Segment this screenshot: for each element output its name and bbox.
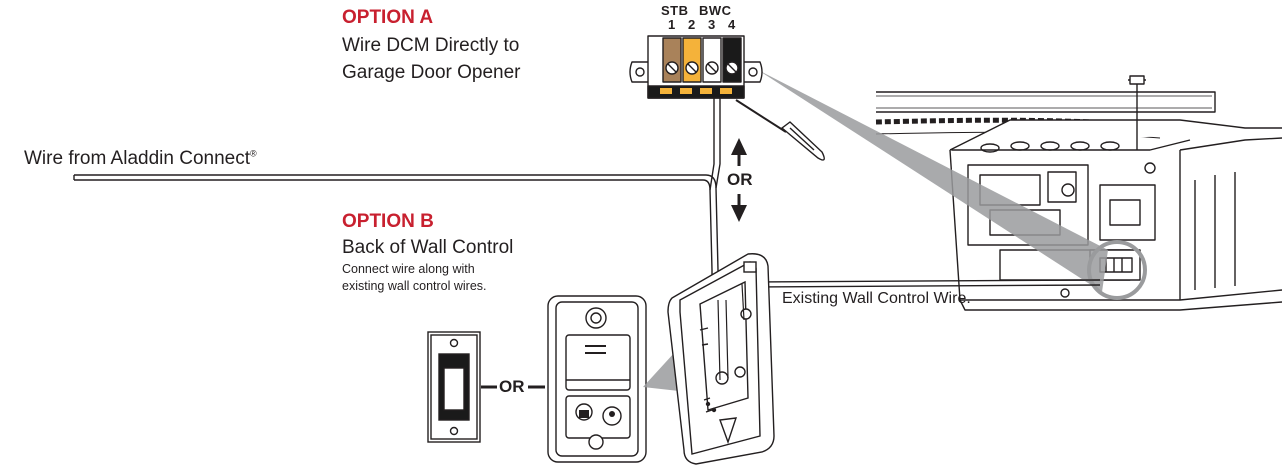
option-b-note-line1: Connect wire along with <box>342 262 475 276</box>
terminal-number-2: 2 <box>688 17 696 32</box>
terminal-group-bwc: BWC <box>699 3 732 18</box>
terminal-block <box>629 35 763 99</box>
or-arrow-vertical <box>731 138 747 222</box>
callout-circle <box>1087 240 1147 300</box>
or-label-horizontal: OR <box>499 377 525 396</box>
wires <box>73 98 1101 300</box>
terminal-number-3: 3 <box>708 17 716 32</box>
terminal-number-4: 4 <box>728 17 736 32</box>
option-a-line1: Wire DCM Directly to <box>342 35 520 56</box>
source-wire-label: Wire from Aladdin Connect® <box>24 148 257 169</box>
terminal-group-stb: STB <box>661 3 689 18</box>
wall-control-back <box>667 253 775 465</box>
or-label-vertical: OR <box>727 170 753 189</box>
push-button-control <box>427 331 481 443</box>
option-b-title: OPTION B <box>342 211 434 232</box>
option-a-title: OPTION A <box>342 7 434 28</box>
registered-mark: ® <box>250 148 257 159</box>
screwdriver <box>735 99 825 161</box>
option-a-line2: Garage Door Opener <box>342 62 521 83</box>
option-b-note-line2: existing wall control wires. <box>342 279 487 293</box>
option-b-subtitle: Back of Wall Control <box>342 237 514 258</box>
callout-wedge <box>758 70 1108 292</box>
existing-wire-label: Existing Wall Control Wire. <box>782 290 971 307</box>
terminal-number-1: 1 <box>668 17 676 32</box>
smart-wall-control <box>547 295 647 463</box>
